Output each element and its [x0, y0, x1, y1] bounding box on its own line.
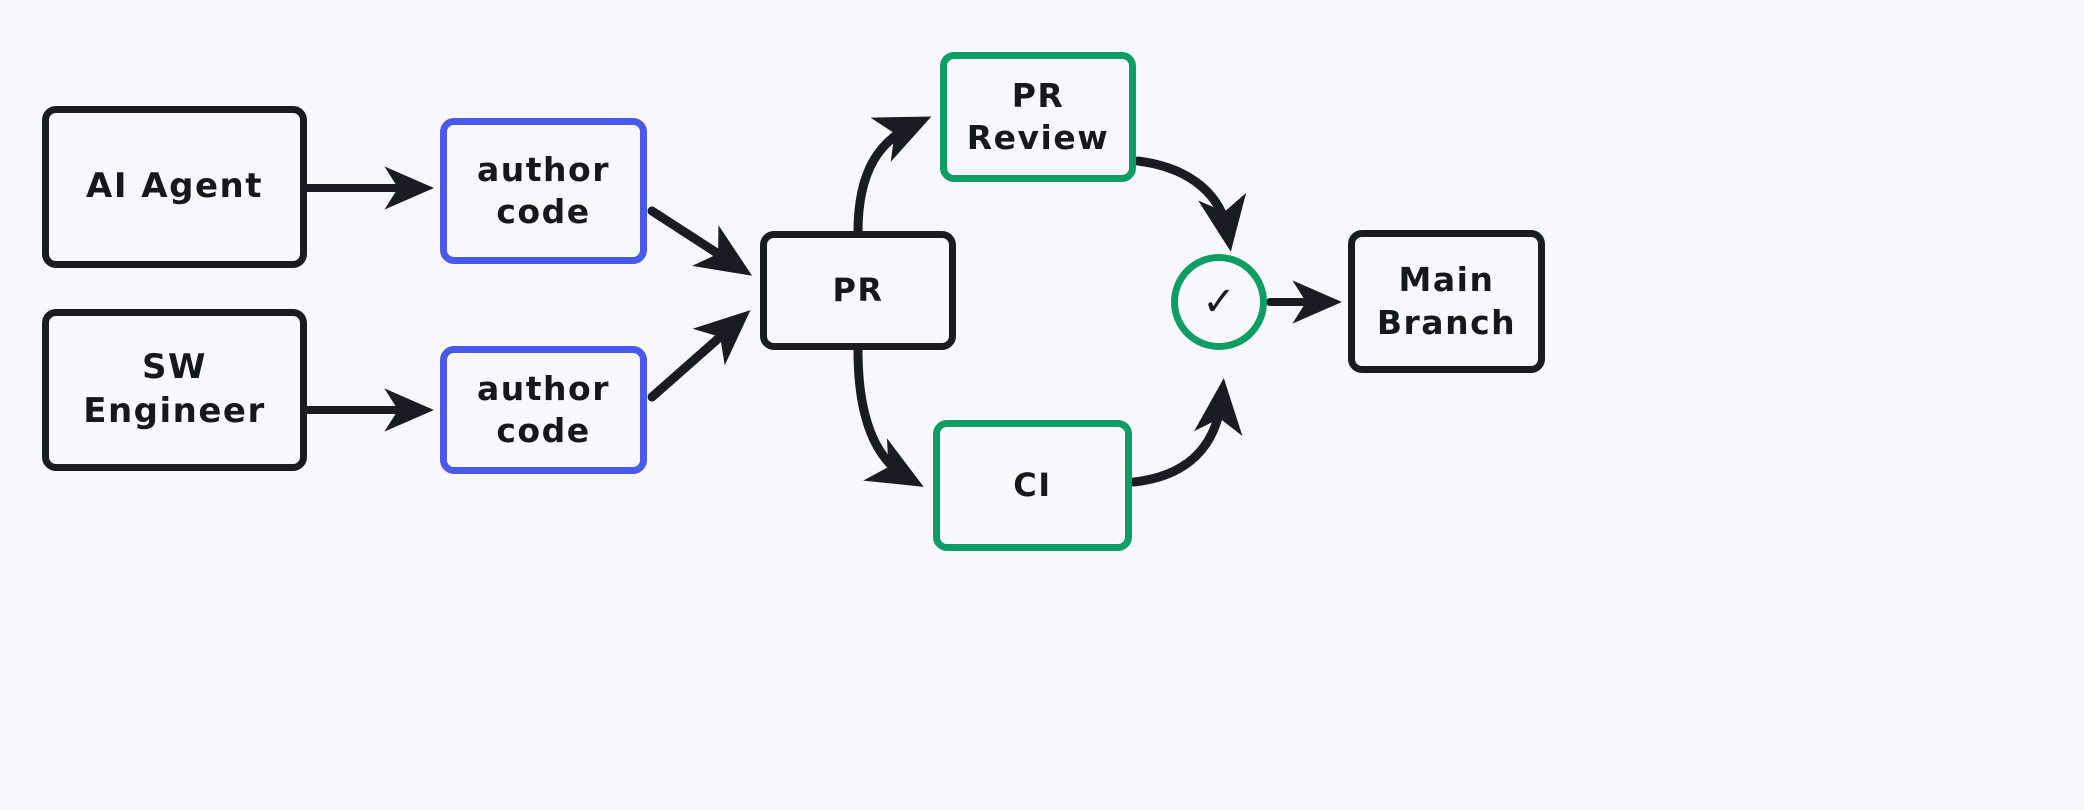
node-author-code-bottom[interactable]: author code: [440, 346, 647, 474]
node-ci-label: CI: [1013, 466, 1052, 505]
node-sw-engineer-label: SW Engineer: [83, 347, 266, 431]
node-author-code-bottom-label: author code: [477, 368, 610, 450]
node-pr-label: PR: [832, 271, 884, 310]
edge-pr-to-ci: [853, 345, 924, 487]
edge-author-code-top-to-pr: [647, 206, 753, 276]
node-sw-engineer[interactable]: SW Engineer: [42, 309, 307, 471]
node-pr-review[interactable]: PR Review: [940, 52, 1136, 182]
node-main-branch[interactable]: Main Branch: [1348, 230, 1545, 373]
node-author-code-top-label: author code: [477, 149, 610, 231]
edge-ci-to-approval-check: [1129, 378, 1243, 487]
node-ai-agent-label: AI Agent: [86, 166, 263, 207]
node-main-branch-label: Main Branch: [1376, 260, 1517, 342]
node-pr[interactable]: PR: [760, 231, 956, 350]
node-author-code-top[interactable]: author code: [440, 118, 647, 264]
node-ci[interactable]: CI: [933, 420, 1132, 551]
node-pr-review-label: PR Review: [966, 75, 1110, 157]
approval-check-node[interactable]: ✓: [1171, 254, 1267, 350]
edge-pr-to-pr-review: [853, 116, 932, 237]
edge-author-code-bottom-to-pr: [647, 310, 751, 402]
node-ai-agent[interactable]: AI Agent: [42, 106, 307, 268]
edge-pr-review-to-approval-check: [1133, 156, 1247, 252]
check-icon: ✓: [1202, 279, 1236, 325]
